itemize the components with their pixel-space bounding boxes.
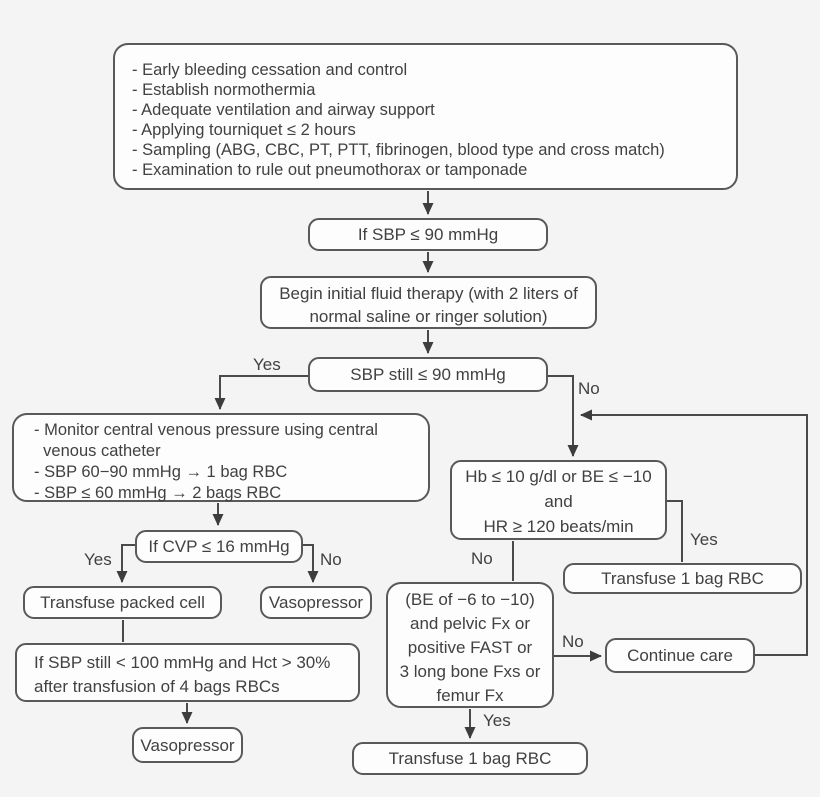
sbp-still-box: SBP still ≤ 90 mmHg (308, 357, 548, 392)
sbp-still-label: SBP still ≤ 90 mmHg (350, 365, 506, 384)
hb-check-line: HR ≥ 120 beats/min (483, 517, 634, 536)
sbp-hct-line: after transfusion of 4 bags RBCs (34, 677, 280, 696)
continue-care-label: Continue care (627, 646, 733, 665)
preparation-line: - Establish normothermia (132, 81, 316, 99)
edge-sbpstill-yes-to-monitor (214, 375, 308, 410)
be-fracture-line: (BE of −6 to −10) (405, 590, 535, 609)
preparation-box: - Early bleeding cessation and control -… (113, 43, 738, 190)
hb-check-box: Hb ≤ 10 g/dl or BE ≤ −10 and HR ≥ 120 be… (450, 460, 667, 540)
fluid-therapy-box: Begin initial fluid therapy (with 2 lite… (260, 276, 597, 329)
preparation-line: - Sampling (ABG, CBC, PT, PTT, fibrinoge… (132, 141, 665, 159)
branch-label-be-no: No (562, 632, 584, 651)
transfuse-rbc-bottom-label: Transfuse 1 bag RBC (388, 749, 552, 768)
cvp-monitor-line: - SBP ≤ 60 mmHg → 2 bags RBC (34, 484, 282, 502)
vasopressor-bottom-box: Vasopressor (132, 727, 243, 763)
be-fracture-check-box: (BE of −6 to −10) and pelvic Fx or posit… (386, 582, 554, 708)
sbp-hct-check-box: If SBP still < 100 mmHg and Hct > 30% af… (15, 643, 360, 702)
branch-label-sbp-still-no: No (578, 379, 600, 398)
cvp-check-box: If CVP ≤ 16 mmHg (135, 530, 303, 563)
edge-cvp-no-to-vasopressor (303, 544, 319, 583)
transfuse-packed-cell-box: Transfuse packed cell (23, 586, 222, 619)
cvp-monitor-line: venous catheter (34, 442, 161, 460)
transfuse-rbc-right-label: Transfuse 1 bag RBC (601, 569, 764, 588)
hb-check-line: and (544, 492, 573, 511)
branch-label-hb-no: No (471, 549, 493, 568)
fluid-therapy-line: Begin initial fluid therapy (with 2 lite… (279, 284, 578, 303)
transfuse-rbc-bottom-box: Transfuse 1 bag RBC (352, 742, 588, 775)
preparation-line: - Applying tourniquet ≤ 2 hours (132, 121, 356, 139)
cvp-monitor-line: - SBP 60−90 mmHg → 1 bag RBC (34, 463, 288, 481)
transfuse-rbc-right-box: Transfuse 1 bag RBC (563, 563, 802, 594)
branch-label-cvp-no: No (320, 550, 342, 569)
fluid-therapy-line: normal saline or ringer solution) (309, 307, 548, 326)
cvp-check-label: If CVP ≤ 16 mmHg (148, 537, 290, 556)
vasopressor-mid-box: Vasopressor (260, 586, 372, 619)
be-fracture-line: and pelvic Fx or (410, 614, 530, 633)
vasopressor-mid-label: Vasopressor (268, 593, 364, 612)
be-fracture-line: positive FAST or (407, 638, 533, 657)
sbp-check-box: If SBP ≤ 90 mmHg (308, 218, 548, 251)
branch-label-cvp-yes: Yes (84, 550, 112, 569)
branch-label-sbp-still-yes: Yes (253, 355, 281, 374)
sbp-hct-line: If SBP still < 100 mmHg and Hct > 30% (34, 653, 331, 672)
cvp-monitor-line: - Monitor central venous pressure using … (34, 421, 378, 439)
preparation-line: - Early bleeding cessation and control (132, 61, 408, 79)
be-fracture-line: 3 long bone Fxs or (399, 662, 541, 681)
branch-label-be-yes: Yes (483, 711, 511, 730)
be-fracture-line: femur Fx (436, 686, 504, 705)
edge-sbpstill-no-to-hb (548, 375, 579, 457)
hb-check-line: Hb ≤ 10 g/dl or BE ≤ −10 (465, 467, 652, 486)
edge-cvp-yes-to-packedcell (116, 544, 135, 583)
cvp-monitor-box: - Monitor central venous pressure using … (12, 413, 430, 502)
vasopressor-bottom-label: Vasopressor (140, 735, 235, 755)
edge-hb-yes-to-rbc-right (667, 500, 683, 562)
preparation-line: - Adequate ventilation and airway suppor… (132, 101, 435, 119)
sbp-check-label: If SBP ≤ 90 mmHg (357, 225, 499, 244)
continue-care-box: Continue care (605, 638, 755, 673)
branch-label-hb-yes: Yes (690, 530, 718, 549)
preparation-line: - Examination to rule out pneumothorax o… (132, 161, 528, 179)
transfuse-packed-cell-label: Transfuse packed cell (40, 593, 205, 612)
